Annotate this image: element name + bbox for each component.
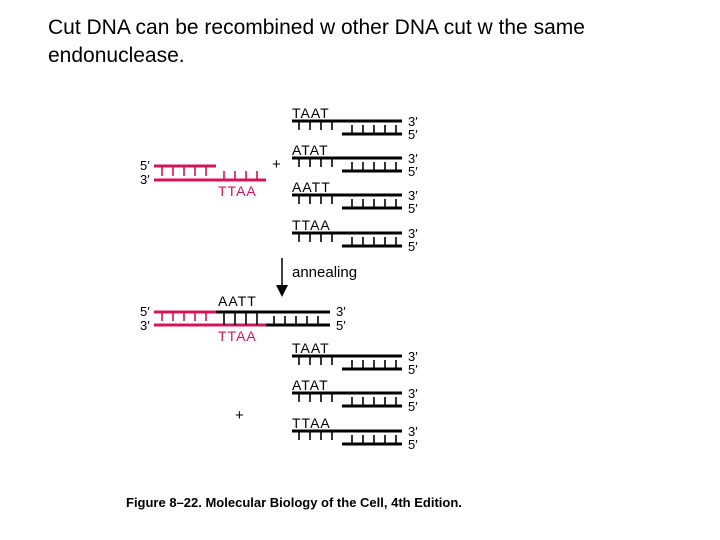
end-label-5prime: 5′ xyxy=(408,201,418,216)
end-label-3prime: 3′ xyxy=(408,349,418,364)
fragment-bottom-1-overhang: TAAT xyxy=(292,340,330,356)
annealing-label: annealing xyxy=(292,264,357,281)
end-label-5prime: 5′ xyxy=(408,164,418,179)
fragment-bottom-3-overhang: TTAA xyxy=(292,415,331,431)
end-label-3prime: 3′ xyxy=(140,172,150,187)
fragment-bottom-2-overhang: ATAT xyxy=(292,377,329,393)
end-label-5prime: 5′ xyxy=(140,304,150,319)
end-label-5prime: 5′ xyxy=(408,437,418,452)
end-label-5prime: 5′ xyxy=(336,318,346,333)
plus-sign: + xyxy=(235,407,244,424)
slide-title: Cut DNA can be recombined w other DNA cu… xyxy=(48,16,585,67)
end-label-3prime: 3′ xyxy=(408,151,418,166)
annealed-hybrid: 5′ 3′ AATT TTAA 3′ 5′ xyxy=(140,293,346,344)
fragment-top-4: TTAA 3′ 5′ xyxy=(292,217,418,254)
fragment-top-3-overhang: AATT xyxy=(292,179,331,195)
red-fragment-overhang: TTAA xyxy=(218,183,257,199)
end-label-3prime: 3′ xyxy=(408,226,418,241)
end-label-3prime: 3′ xyxy=(408,188,418,203)
fragment-top-1-overhang: TAAT xyxy=(292,105,330,121)
end-label-5prime: 5′ xyxy=(408,399,418,414)
figure-caption: Figure 8–22. Molecular Biology of the Ce… xyxy=(126,495,462,510)
fragment-top-2-overhang: ATAT xyxy=(292,142,329,158)
hybrid-top-overhang: AATT xyxy=(218,293,257,309)
end-label-5prime: 5′ xyxy=(408,239,418,254)
fragment-top-2: ATAT 3′ 5′ xyxy=(292,142,418,179)
fragment-bottom-2: ATAT 3′ 5′ xyxy=(292,377,418,414)
fragment-top-3: AATT 3′ 5′ xyxy=(292,179,418,216)
hybrid-bottom-overhang: TTAA xyxy=(218,328,257,344)
end-label-5prime: 5′ xyxy=(140,158,150,173)
end-label-3prime: 3′ xyxy=(408,424,418,439)
end-label-3prime: 3′ xyxy=(408,386,418,401)
end-label-3prime: 3′ xyxy=(336,304,346,319)
fragment-top-1: TAAT 3′ 5′ xyxy=(292,105,418,142)
fragment-top-4-overhang: TTAA xyxy=(292,217,331,233)
plus-sign: + xyxy=(272,156,281,173)
end-label-5prime: 5′ xyxy=(408,127,418,142)
end-label-5prime: 5′ xyxy=(408,362,418,377)
end-label-3prime: 3′ xyxy=(140,318,150,333)
end-label-3prime: 3′ xyxy=(408,114,418,129)
red-fragment: 5′ 3′ TTAA xyxy=(140,158,266,199)
fragment-bottom-3: TTAA 3′ 5′ xyxy=(292,415,418,452)
fragment-bottom-1: TAAT 3′ 5′ xyxy=(292,340,418,377)
